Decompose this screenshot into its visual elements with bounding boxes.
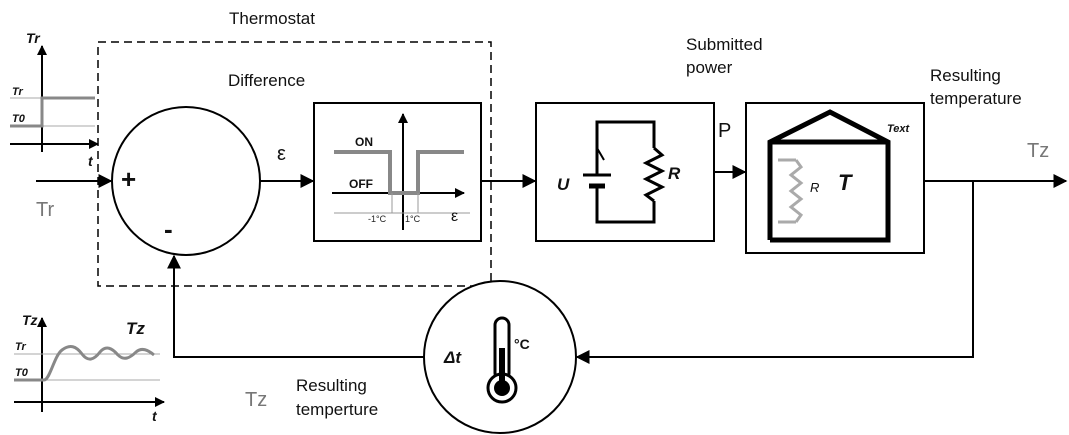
thermostat-boundary [97,41,492,287]
submitted-power-label-line2: power [686,58,733,77]
epsilon-label: ε [277,143,286,165]
input-plot-tr-label: Tr [12,86,24,98]
sensor-deg-c-label: °C [514,336,530,352]
house-block [745,102,925,254]
minus-sign: - [164,214,173,244]
thermostat-label: Thermostat [229,9,315,28]
resulting-temperture-label-line2: temperture [296,400,378,419]
output-response-signal [14,345,155,382]
relay-epsilon-axis-label: ε [451,208,458,225]
circuit-r-label: R [668,164,681,183]
relay-off-label: OFF [349,177,373,191]
house-heater-r-label: R [810,180,819,195]
submitted-power-label-line1: Submitted [686,35,763,54]
house-text-label: Text [887,123,911,135]
house-outline [767,109,891,243]
output-plot-x-label: t [152,408,158,424]
output-response-plot: Tz Tr T0 Tz t [14,312,165,424]
relay-on-curve [396,150,464,195]
thermometer-icon [486,316,518,404]
input-plot-x-label: t [88,153,94,169]
power-circuit-block [535,102,715,242]
house-heater [778,158,804,224]
output-plot-tr-label: Tr [15,341,27,353]
feedback-path-left [167,254,425,358]
circuit-top-wire [595,120,656,160]
input-step-signal [10,96,95,128]
house-t-label: T [838,170,853,195]
relay-hysteresis-graph: ON OFF -1°C 1°C ε [332,113,470,230]
tz-feedback-label: Tz [245,389,267,411]
resulting-temperature-label-line2: temperature [930,89,1022,108]
tz-output-label: Tz [1027,140,1049,162]
input-step-plot: Tr Tr T0 t [10,30,99,169]
output-plot-t0-label: T0 [15,367,29,379]
relay-minus-one-label: -1°C [368,214,387,224]
tr-input-label: Tr [36,199,54,221]
switch-contact [596,147,605,161]
circuit-bottom-wire [595,190,656,224]
relay-plus-one-label: 1°C [405,214,421,224]
difference-label: Difference [228,71,305,90]
output-plot-y-label: Tz [22,312,38,328]
sensor-delta-t-label: Δt [443,348,462,367]
output-plot-tz-label: Tz [126,319,145,338]
power-p-label: P [718,120,731,142]
feedback-path-right [575,181,974,364]
house-drawing [767,109,891,243]
input-plot-t0-label: T0 [12,113,26,125]
resulting-temperture-label-line1: Resulting [296,376,367,395]
resistor-zigzag [642,146,666,203]
relay-on-label: ON [355,135,373,149]
plus-sign: + [121,164,136,194]
circuit-u-label: U [557,175,570,194]
resulting-temperature-label-line1: Resulting [930,66,1001,85]
input-plot-y-label: Tr [26,30,41,46]
circuit-schematic [583,120,666,224]
relay-block [313,102,482,242]
